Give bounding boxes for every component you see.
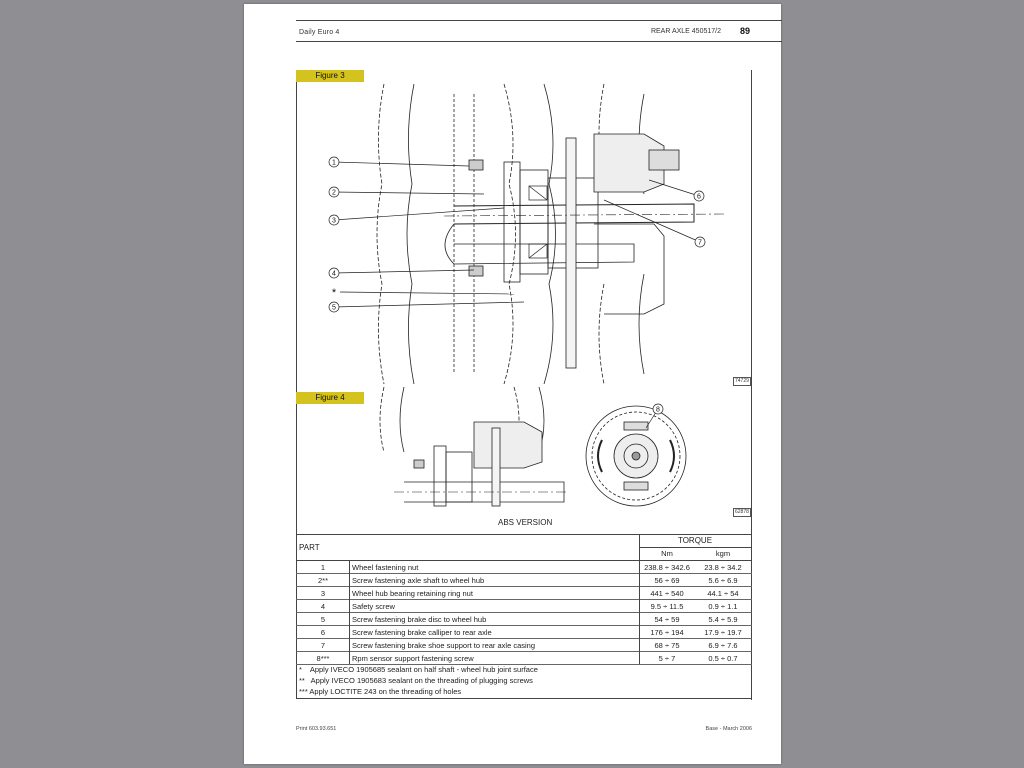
kgm-cell: 5.6 ÷ 6.9: [708, 576, 738, 585]
fig3-callout-4: 4: [332, 271, 336, 278]
kgm-cell: 6.9 ÷ 7.6: [708, 641, 738, 650]
table-row-rule: [296, 612, 752, 613]
footer-print-code: Print 603.93.651: [296, 726, 337, 732]
table-bottom-rule: [296, 698, 752, 699]
figure4-section-drawing: [379, 386, 569, 507]
figure4-code: 62878: [733, 508, 751, 517]
part-cell: 1: [320, 563, 326, 572]
table-row-rule: [296, 573, 752, 574]
header-title: Daily Euro 4: [299, 29, 340, 36]
part-cell: 2**: [317, 576, 328, 585]
description-cell: Rpm sensor support fastening screw: [352, 654, 474, 663]
figure3-label: Figure 3: [296, 70, 364, 82]
manual-page: Daily Euro 4 REAR AXLE 450517/2 89 Figur…: [244, 4, 782, 764]
frame-left-rule: [296, 70, 297, 698]
fig3-callout-3: 3: [332, 218, 336, 225]
table-row-rule: [296, 638, 752, 639]
nm-cell: 441 ÷ 540: [650, 589, 684, 598]
description-cell: Screw fastening brake calliper to rear a…: [352, 628, 492, 637]
table-header-rule: [296, 560, 752, 561]
nm-cell: 176 ÷ 194: [650, 628, 684, 637]
kgm-cell: 44.1 ÷ 54: [707, 589, 739, 598]
nm-cell: 238.8 ÷ 342.6: [644, 563, 690, 572]
nm-cell: 9.5 ÷ 11.5: [650, 602, 684, 611]
description-cell: Wheel fastening nut: [352, 563, 419, 572]
table-part-header: PART: [299, 543, 320, 552]
description-cell: Screw fastening brake disc to wheel hub: [352, 615, 487, 624]
kgm-cell: 23.8 ÷ 34.2: [704, 563, 742, 572]
page-number: 89: [739, 26, 750, 36]
header-section: REAR AXLE 450517/2: [650, 28, 721, 35]
table-row-rule: [296, 625, 752, 626]
table-row-rule: [296, 586, 752, 587]
table-unit-kgm: kgm: [715, 549, 731, 558]
part-cell: 3: [320, 589, 326, 598]
footer-edition: Base - March 2006: [705, 726, 752, 732]
fig3-callout-7: 7: [698, 240, 702, 247]
table-torque-header: TORQUE: [677, 536, 713, 545]
part-cell: 4: [320, 602, 326, 611]
nm-cell: 68 ÷ 75: [654, 641, 680, 650]
table-torque-divider: [639, 535, 640, 664]
figure3-drawing: 1 2 3 4 * 5 6 7: [328, 83, 725, 385]
nm-cell: 5 ÷ 7: [658, 654, 676, 663]
fig3-callout-5: 5: [332, 305, 336, 312]
table-note: * Apply IVECO 1905685 sealant on half sh…: [299, 665, 538, 674]
table-row-rule: [296, 599, 752, 600]
figure4-caption: ABS VERSION: [498, 518, 553, 527]
figure4-abs-drawing: 8: [585, 403, 687, 507]
frame-right-rule: [751, 70, 752, 700]
nm-cell: 56 ÷ 69: [654, 576, 680, 585]
kgm-cell: 5.4 ÷ 5.9: [708, 615, 738, 624]
figure3-code: 74729: [733, 377, 751, 386]
table-col-divider: [349, 560, 350, 664]
header-top-rule: [296, 20, 782, 21]
header-bottom-rule: [296, 41, 782, 42]
nm-cell: 54 ÷ 59: [654, 615, 680, 624]
kgm-cell: 0.9 ÷ 1.1: [708, 602, 738, 611]
table-top-rule: [296, 534, 752, 535]
fig4-callout-8: 8: [656, 407, 660, 414]
description-cell: Wheel hub bearing retaining ring nut: [352, 589, 473, 598]
description-cell: Screw fastening axle shaft to wheel hub: [352, 576, 485, 585]
torque-header-rule: [639, 547, 752, 548]
description-cell: Safety screw: [352, 602, 395, 611]
fig3-callout-6: 6: [697, 194, 701, 201]
part-cell: 6: [320, 628, 326, 637]
table-note: *** Apply LOCTITE 243 on the threading o…: [299, 687, 462, 696]
kgm-cell: 17.9 ÷ 19.7: [704, 628, 742, 637]
kgm-cell: 0.5 ÷ 0.7: [708, 654, 738, 663]
description-cell: Screw fastening brake shoe support to re…: [352, 641, 536, 650]
fig3-callout-1: 1: [332, 160, 336, 167]
part-cell: 8***: [316, 654, 330, 663]
part-cell: 7: [320, 641, 326, 650]
fig3-callout-2: 2: [332, 190, 336, 197]
figure4-label: Figure 4: [296, 392, 364, 404]
part-cell: 5: [320, 615, 326, 624]
fig3-callout-asterisk: *: [332, 287, 337, 299]
table-note: ** Apply IVECO 1905683 sealant on the th…: [299, 676, 533, 685]
table-row-rule: [296, 664, 752, 665]
table-unit-nm: Nm: [661, 549, 673, 558]
table-row-rule: [296, 651, 752, 652]
